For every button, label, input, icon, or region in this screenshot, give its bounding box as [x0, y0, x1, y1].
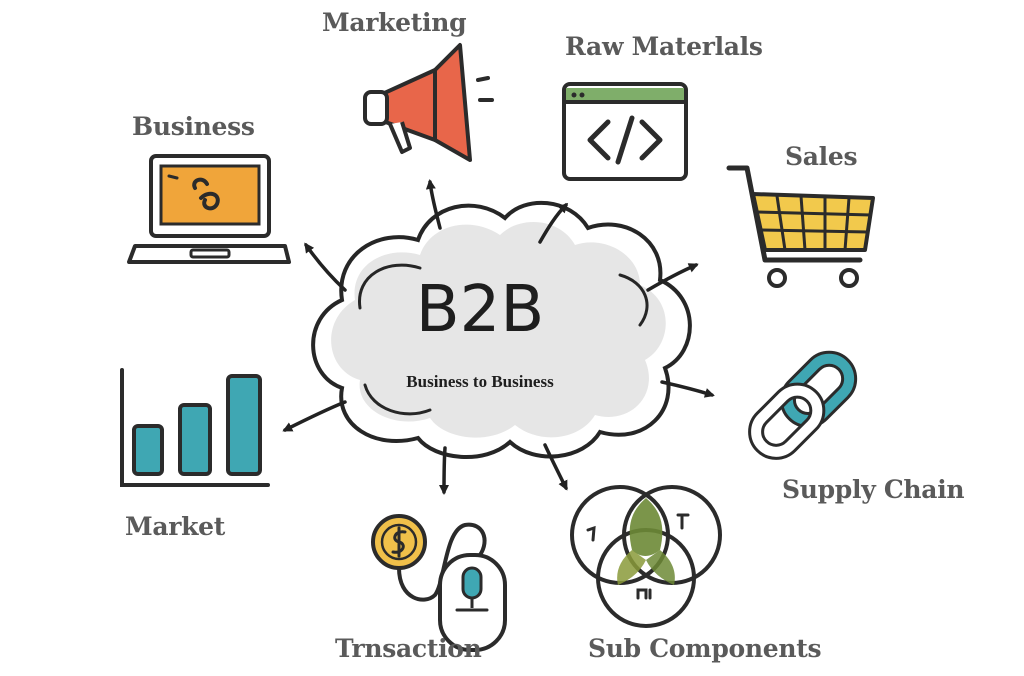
arrow-to-market — [282, 400, 347, 432]
shopping-cart-icon — [726, 165, 875, 288]
megaphone-icon — [363, 43, 494, 162]
coin-mouse-icon — [371, 514, 507, 652]
connector-arrows — [282, 179, 715, 495]
label-market: Market — [125, 512, 226, 541]
label-sub-components: Sub Components — [588, 634, 822, 663]
arrow-to-supply-chain — [660, 380, 715, 398]
center-subtitle: Business to Business — [406, 372, 554, 391]
arrow-to-raw-materials — [538, 202, 569, 244]
label-transaction: Trnsaction — [335, 634, 482, 663]
arrow-to-sales — [646, 263, 699, 292]
laptop-icon — [127, 154, 291, 264]
chain-link-icon — [748, 350, 858, 460]
center-cloud — [311, 200, 692, 460]
arrow-to-business — [304, 242, 347, 292]
code-window-icon — [562, 82, 688, 181]
arrow-to-sub-components — [543, 443, 568, 491]
center-title: B2B — [415, 273, 545, 347]
arrow-to-transaction — [439, 446, 450, 495]
label-marketing: Marketing — [322, 8, 467, 37]
label-supply-chain: Supply Chain — [782, 475, 965, 504]
label-raw-materials: Raw Materlals — [565, 32, 763, 61]
label-business: Business — [132, 112, 255, 141]
label-sales: Sales — [785, 142, 858, 171]
venn-diagram-icon — [570, 485, 722, 628]
bar-chart-icon — [120, 368, 270, 487]
arrow-to-marketing — [425, 179, 442, 230]
